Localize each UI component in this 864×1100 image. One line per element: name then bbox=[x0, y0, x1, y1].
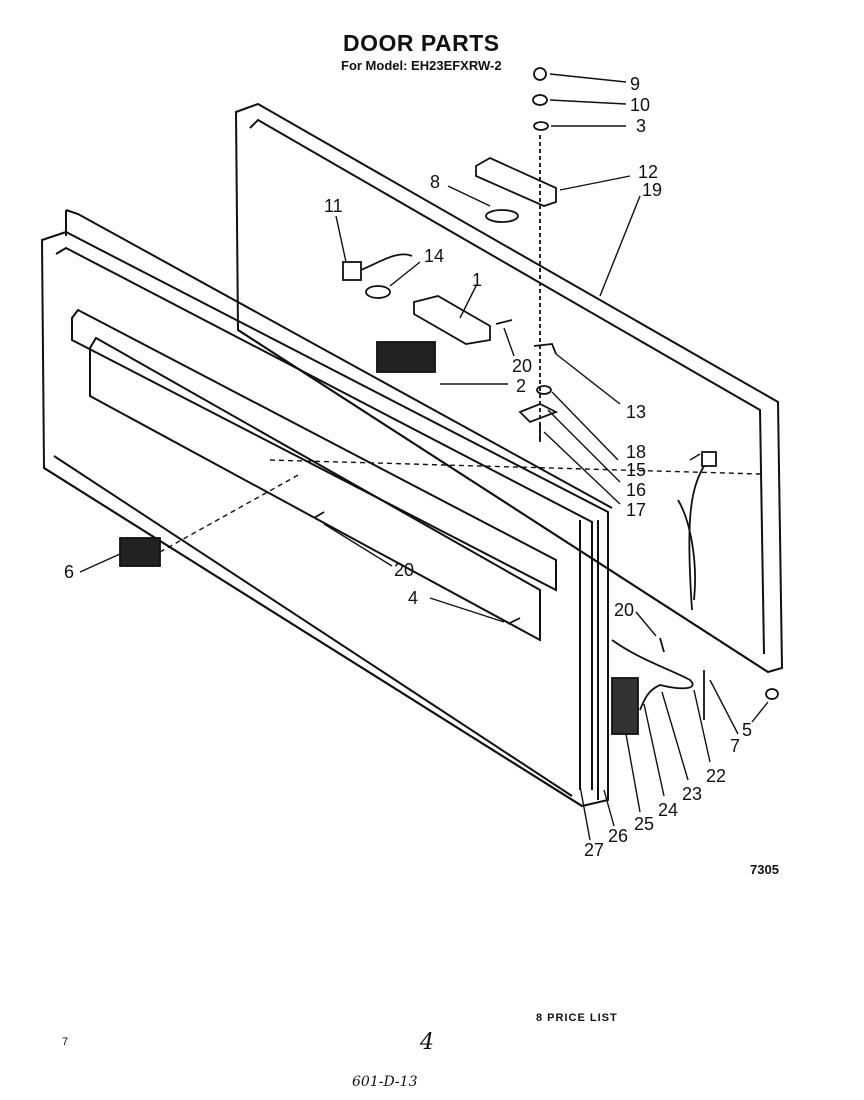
hinge-cover-12 bbox=[475, 156, 557, 207]
corner-mark: 7 bbox=[62, 1036, 69, 1048]
shim-13 bbox=[533, 343, 557, 355]
cap-5 bbox=[765, 688, 779, 700]
callout-7: 7 bbox=[730, 736, 740, 756]
page-number: 4 bbox=[420, 1030, 434, 1055]
hinge-pin-9 bbox=[533, 67, 547, 81]
callout-19: 19 bbox=[642, 180, 662, 200]
callout-12: 12 bbox=[638, 162, 658, 182]
handwritten-note: 601-D-13 bbox=[352, 1074, 418, 1090]
callout-20-mid: 20 bbox=[394, 560, 414, 580]
label-6 bbox=[119, 537, 161, 567]
callout-17: 17 bbox=[626, 500, 646, 520]
door-liner-frame bbox=[234, 102, 784, 674]
page-title: DOOR PARTS bbox=[343, 30, 500, 56]
figure-number: 7305 bbox=[750, 862, 779, 877]
bracket-1 bbox=[413, 295, 491, 345]
screw-20b bbox=[659, 637, 665, 653]
callout-4: 4 bbox=[408, 588, 418, 608]
spacer-15 bbox=[536, 385, 552, 395]
washer-3 bbox=[533, 121, 549, 131]
callout-18: 18 bbox=[626, 442, 646, 462]
callout-26: 26 bbox=[608, 826, 628, 846]
callout-5: 5 bbox=[742, 720, 752, 740]
model-subtitle: For Model: EH23EFXRW-2 bbox=[341, 58, 502, 73]
callout-20-top: 20 bbox=[512, 356, 532, 376]
callout-10: 10 bbox=[630, 95, 650, 115]
callout-8: 8 bbox=[430, 172, 440, 192]
connector-18 bbox=[701, 451, 717, 467]
callout-15: 15 bbox=[626, 460, 646, 480]
bulb-14 bbox=[365, 285, 391, 299]
hinge-16 bbox=[518, 403, 559, 424]
door-recess bbox=[89, 336, 541, 642]
bushing-10 bbox=[532, 94, 548, 106]
price-list-note: 8 PRICE LIST bbox=[536, 1012, 618, 1024]
callout-6: 6 bbox=[64, 562, 74, 582]
callout-13: 13 bbox=[626, 402, 646, 422]
callout-9: 9 bbox=[630, 74, 640, 94]
switch-11 bbox=[342, 261, 362, 281]
callout-20-right: 20 bbox=[614, 600, 634, 620]
door-liner-inner bbox=[249, 118, 765, 655]
plug-8 bbox=[485, 209, 519, 223]
callout-27: 27 bbox=[584, 840, 604, 860]
screw-20a bbox=[313, 511, 325, 519]
callout-22: 22 bbox=[706, 766, 726, 786]
callout-16: 16 bbox=[626, 480, 646, 500]
label-2 bbox=[376, 341, 436, 373]
door-outer-inner-edge bbox=[55, 246, 593, 790]
callout-25: 25 bbox=[634, 814, 654, 834]
callout-1: 1 bbox=[472, 270, 482, 290]
screw-4 bbox=[507, 617, 521, 625]
callout-24: 24 bbox=[658, 800, 678, 820]
callout-2: 2 bbox=[516, 376, 526, 396]
callout-14: 14 bbox=[424, 246, 444, 266]
callout-11: 11 bbox=[324, 196, 343, 216]
callout-3: 3 bbox=[636, 116, 646, 136]
heater-23 bbox=[611, 639, 694, 711]
cover-25 bbox=[611, 677, 639, 735]
callout-23: 23 bbox=[682, 784, 702, 804]
